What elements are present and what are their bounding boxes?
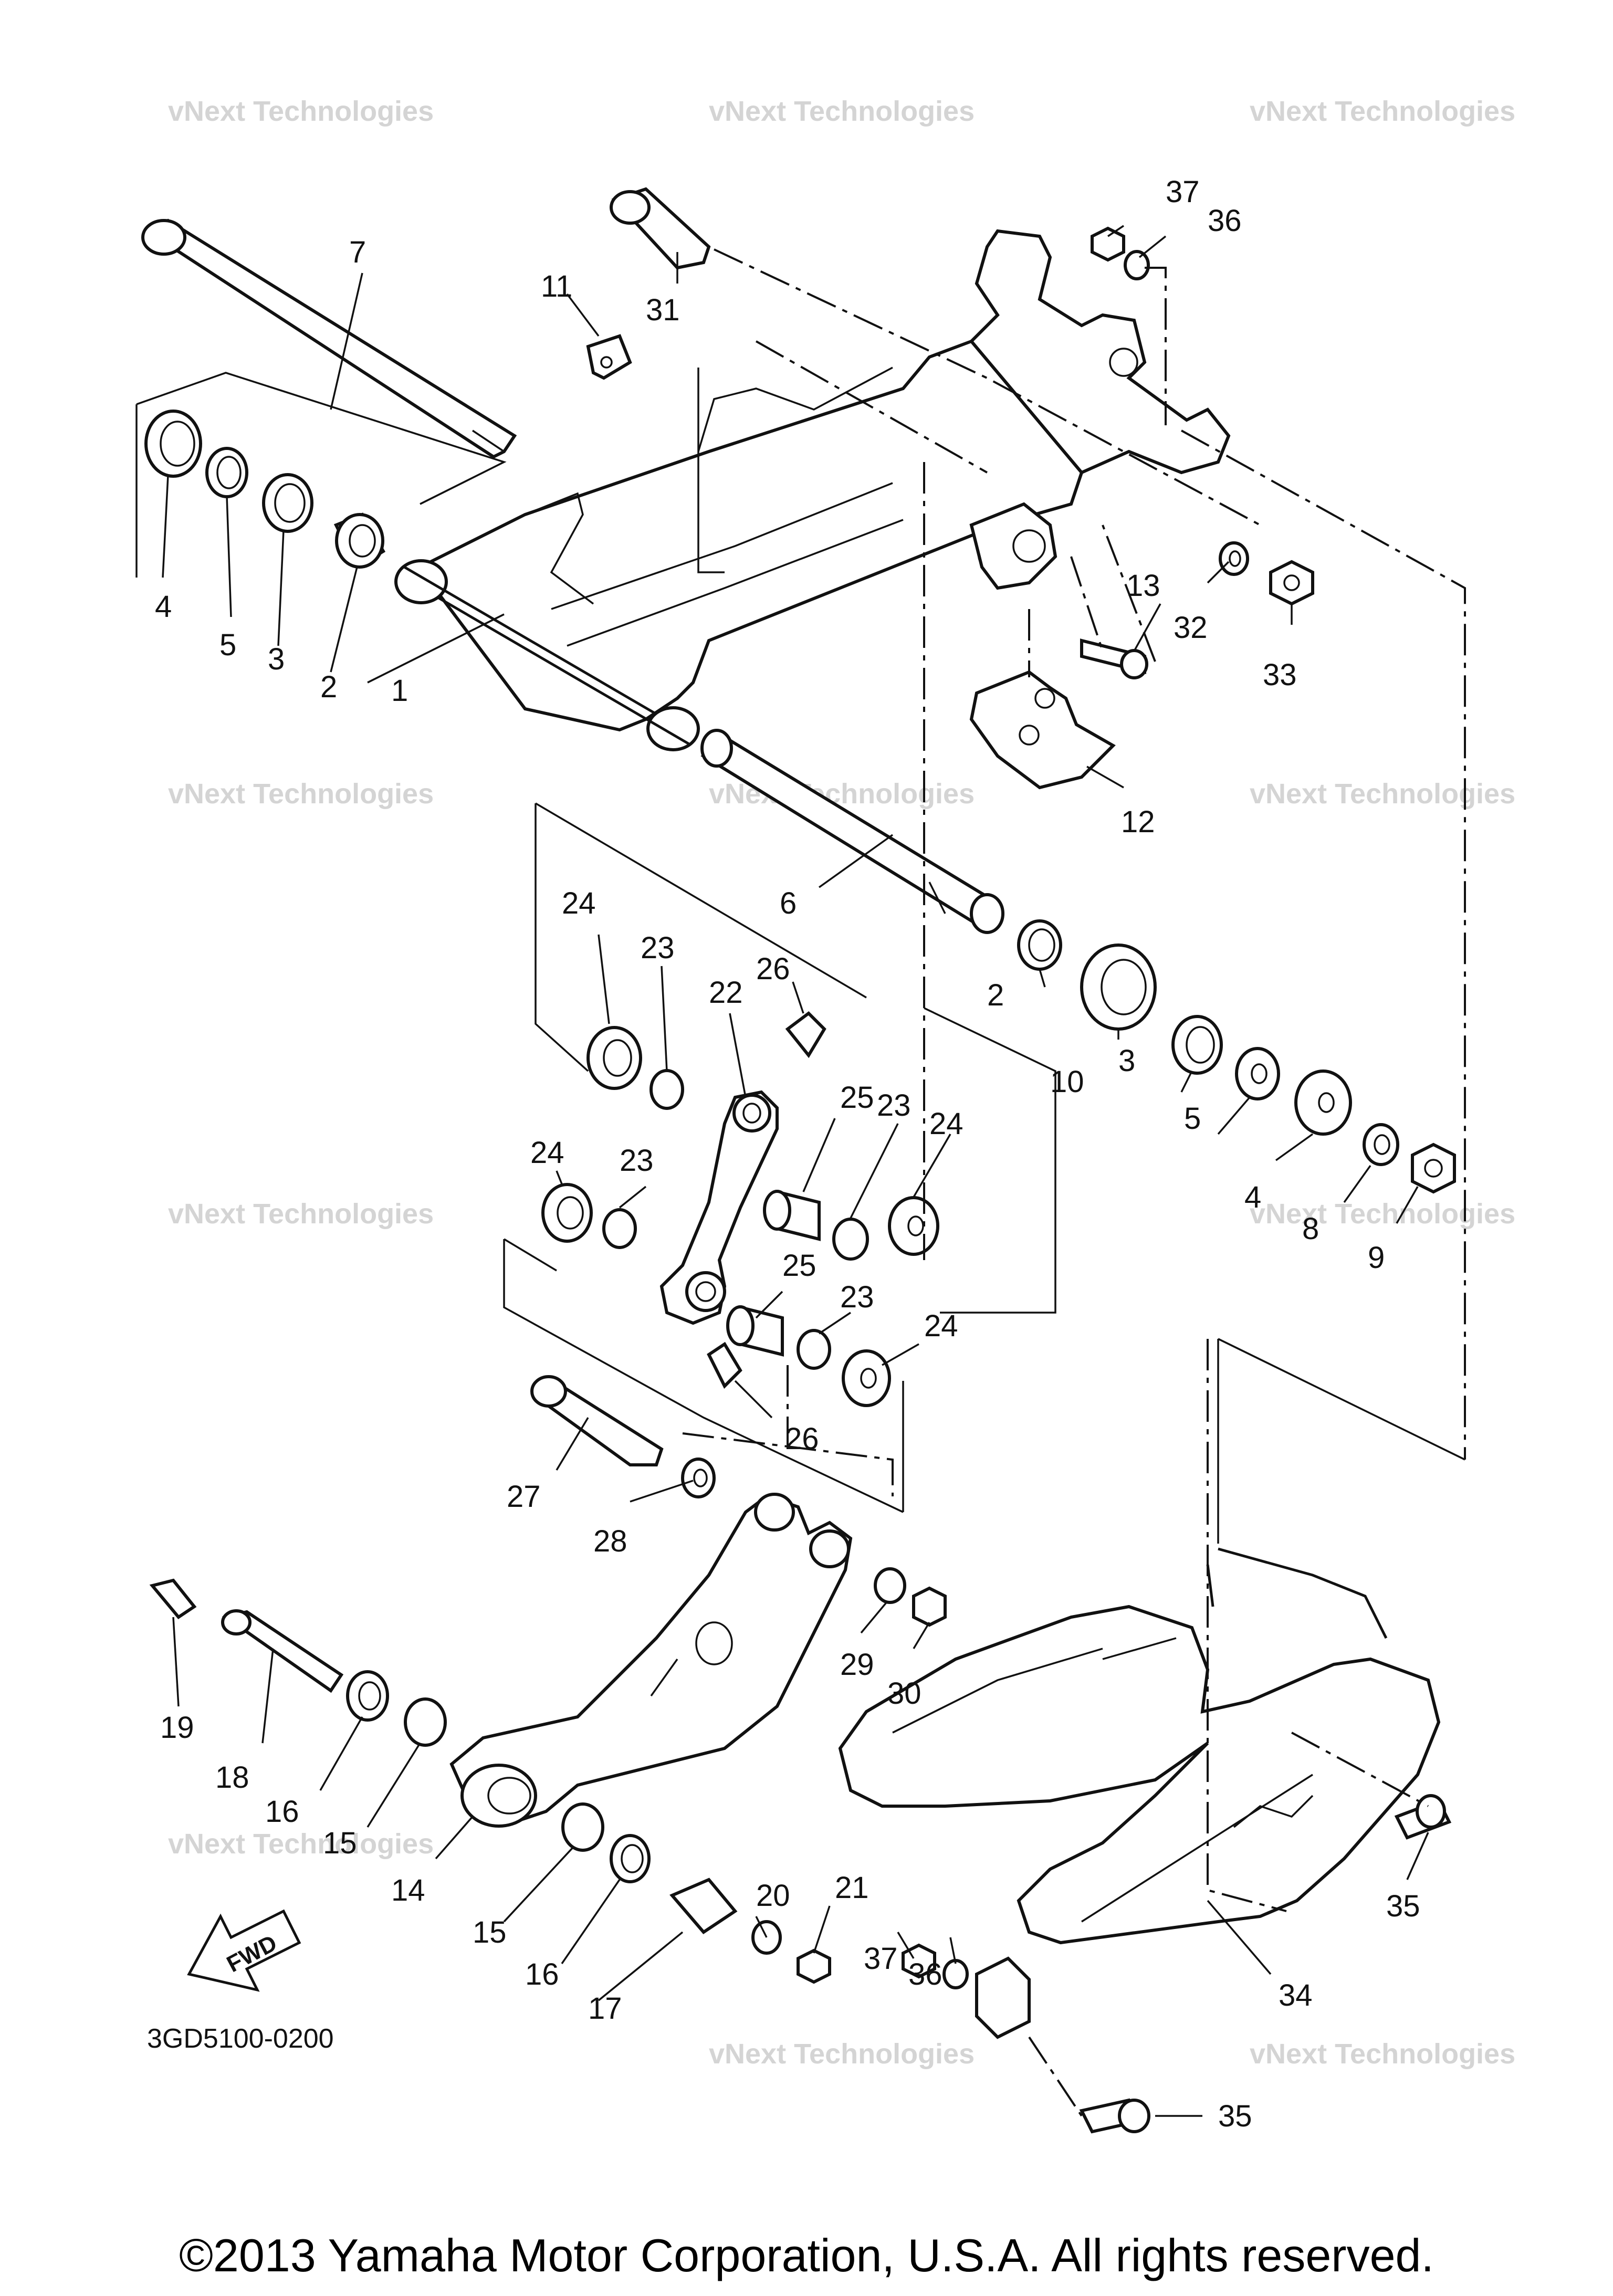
callout-36: 36 xyxy=(908,1957,942,1991)
assembly-boxes xyxy=(135,368,1465,1544)
callout-31: 31 xyxy=(646,293,680,327)
washer-32 xyxy=(1219,541,1249,576)
callout-14: 14 xyxy=(391,1873,425,1907)
swingarm xyxy=(394,229,1231,751)
callout-23: 23 xyxy=(877,1088,911,1123)
washer-36-top xyxy=(1124,250,1150,280)
callout-23: 23 xyxy=(620,1144,654,1178)
callout-23: 23 xyxy=(641,931,675,965)
callout-2: 2 xyxy=(320,670,337,704)
callout-labels: 1 2 2 3 3 4 4 5 5 6 7 8 9 10 11 12 13 14… xyxy=(155,175,1420,2133)
callout-4: 4 xyxy=(1244,1180,1261,1214)
watermark: vNext Technologies xyxy=(1250,2038,1515,2070)
copyright-notice: ©2013 Yamaha Motor Corporation, U.S.A. A… xyxy=(179,2229,1434,2281)
callout-26: 26 xyxy=(756,952,790,986)
callout-2: 2 xyxy=(987,978,1004,1012)
callout-8: 8 xyxy=(1302,1212,1319,1246)
watermark: vNext Technologies xyxy=(709,96,975,127)
watermark: vNext Technologies xyxy=(1250,96,1515,127)
callout-11: 11 xyxy=(541,269,572,303)
callout-18: 18 xyxy=(215,1760,249,1795)
callout-15: 15 xyxy=(473,1915,507,1949)
callout-5: 5 xyxy=(219,628,236,662)
callout-12: 12 xyxy=(1121,805,1155,839)
callout-3: 3 xyxy=(1118,1044,1135,1078)
callout-21: 21 xyxy=(835,1871,869,1905)
callout-3: 3 xyxy=(268,642,285,676)
pivot-shaft xyxy=(141,218,517,459)
callout-1: 1 xyxy=(391,674,408,708)
washer-28 xyxy=(681,1458,716,1498)
callout-32: 32 xyxy=(1174,611,1208,645)
drawing-code: 3GD5100-0200 xyxy=(147,2024,334,2054)
callout-34: 34 xyxy=(1279,1978,1313,2012)
callout-24: 24 xyxy=(929,1107,963,1141)
fwd-arrow: FWD xyxy=(187,1909,301,1992)
callout-25: 25 xyxy=(840,1081,874,1115)
pivot-shaft-6 xyxy=(700,729,1004,934)
callout-16: 16 xyxy=(265,1795,299,1829)
chain-guide-12 xyxy=(969,502,1116,790)
callout-36: 36 xyxy=(1208,204,1242,238)
callout-35: 35 xyxy=(1218,2099,1252,2133)
callout-20: 20 xyxy=(756,1879,790,1913)
callout-13: 13 xyxy=(1126,569,1160,603)
watermark: vNext Technologies xyxy=(709,2038,975,2070)
assembly-lines xyxy=(682,248,1466,2117)
bushings-23-24-25 xyxy=(541,1026,939,1407)
bolt-27 xyxy=(530,1375,664,1466)
callout-26: 26 xyxy=(785,1422,819,1456)
callout-25: 25 xyxy=(782,1249,816,1283)
watermark: vNext Technologies xyxy=(168,1198,434,1230)
callout-24: 24 xyxy=(924,1309,958,1343)
callout-24: 24 xyxy=(530,1136,564,1170)
callout-19: 19 xyxy=(160,1711,194,1745)
callout-33: 33 xyxy=(1263,658,1297,692)
bolt-31 xyxy=(610,187,711,270)
callout-23: 23 xyxy=(840,1280,874,1314)
callout-17: 17 xyxy=(588,1991,622,2026)
callout-30: 30 xyxy=(887,1676,921,1711)
callout-29: 29 xyxy=(840,1648,874,1682)
callout-6: 6 xyxy=(780,886,797,920)
relay-arm-22 xyxy=(659,1090,779,1325)
grease-nipples-26 xyxy=(707,1011,826,1389)
lower-arm-hardware xyxy=(149,1567,947,1984)
watermark: vNext Technologies xyxy=(1250,778,1515,810)
watermark: vNext Technologies xyxy=(168,1828,434,1860)
callout-22: 22 xyxy=(709,976,743,1010)
callout-5: 5 xyxy=(1184,1102,1201,1136)
leader-lines xyxy=(162,225,1429,2117)
right-bearing-stack xyxy=(1017,919,1456,1194)
watermark: vNext Technologies xyxy=(168,96,434,127)
callout-37: 37 xyxy=(1166,175,1200,209)
nut-33 xyxy=(1269,560,1314,606)
callout-27: 27 xyxy=(507,1480,541,1514)
callout-35: 35 xyxy=(1386,1889,1420,1923)
watermark: vNext Technologies xyxy=(168,778,434,810)
callout-24: 24 xyxy=(562,886,596,920)
callout-28: 28 xyxy=(593,1524,627,1558)
cap-11 xyxy=(586,334,632,380)
callout-37: 37 xyxy=(864,1942,898,1976)
lower-arm-14 xyxy=(449,1493,853,1828)
callout-16: 16 xyxy=(525,1957,559,1991)
watermark-layer: vNext Technologies vNext Technologies vN… xyxy=(168,96,1515,2070)
callout-10: 10 xyxy=(1050,1065,1084,1099)
callout-4: 4 xyxy=(155,590,172,624)
left-bearing-stack xyxy=(144,410,386,570)
callout-9: 9 xyxy=(1368,1241,1385,1275)
callout-7: 7 xyxy=(349,235,366,269)
watermark: vNext Technologies xyxy=(1250,1198,1515,1230)
nut-37-top xyxy=(1091,226,1125,262)
callout-15: 15 xyxy=(323,1826,357,1860)
